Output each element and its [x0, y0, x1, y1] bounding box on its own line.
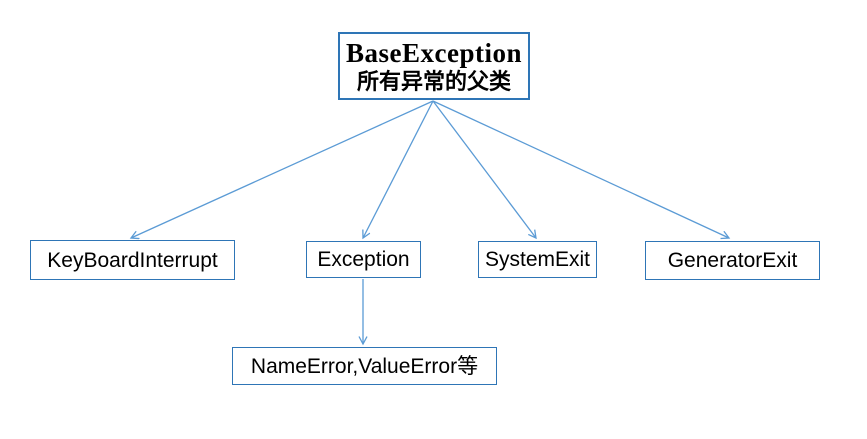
node-nameerror-valueerror: NameError,ValueError等 — [232, 347, 497, 385]
node-baseexception-label: BaseException — [345, 37, 522, 68]
node-systemexit: SystemExit — [478, 241, 597, 278]
node-baseexception-sublabel: 所有异常的父类 — [356, 68, 511, 94]
node-baseexception: BaseException 所有异常的父类 — [338, 32, 530, 100]
arrow-base-to-generatorexit — [432, 100, 729, 238]
node-generatorexit: GeneratorExit — [645, 241, 820, 280]
node-exception-label: Exception — [317, 248, 410, 271]
arrow-base-to-exception — [363, 100, 434, 238]
arrow-base-to-keyboardinterrupt — [131, 100, 434, 238]
node-generatorexit-label: GeneratorExit — [667, 249, 798, 272]
node-exception: Exception — [306, 241, 421, 278]
node-systemexit-label: SystemExit — [484, 248, 591, 271]
node-keyboardinterrupt-label: KeyBoardInterrupt — [47, 248, 218, 272]
node-nameerror-valueerror-label: NameError,ValueError等 — [250, 354, 479, 378]
node-keyboardinterrupt: KeyBoardInterrupt — [30, 240, 235, 280]
arrow-base-to-systemexit — [432, 100, 536, 238]
